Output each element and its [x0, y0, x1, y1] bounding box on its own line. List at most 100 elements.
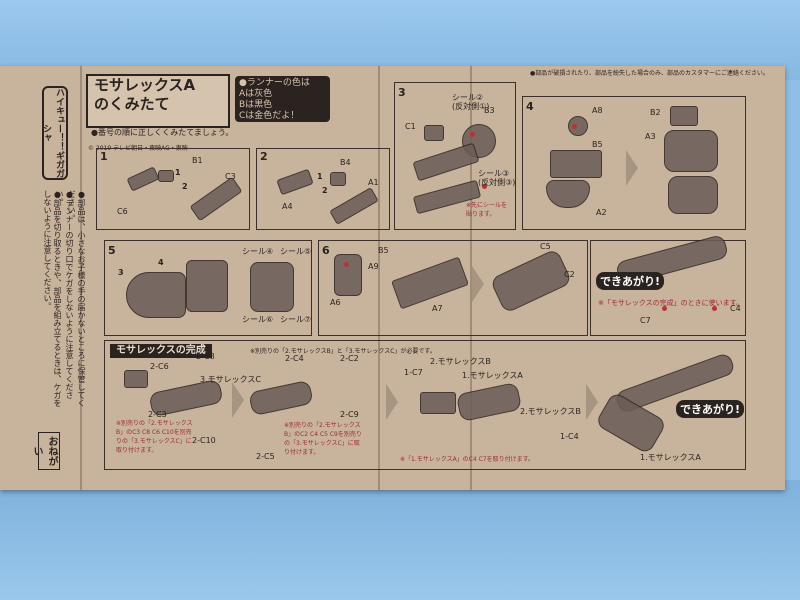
step-6-panel — [318, 240, 588, 336]
seal-label: (反対側①) — [452, 102, 490, 111]
seal-label: シール③ — [478, 169, 510, 178]
side-note-2: ●ランナーの切り口でケガをしないように注意してください。 — [55, 190, 74, 399]
sticker-marker — [470, 132, 475, 137]
complete-label: 2-C3 — [148, 410, 167, 419]
part-marker — [712, 306, 717, 311]
step-3-panel — [394, 82, 516, 230]
arrow-icon — [232, 382, 244, 418]
top-caption: ●部品が破損されたり、部品を紛失した場合のみ、部品のカスタマーにご連絡ください。 — [530, 70, 769, 77]
brand-logo: ハイキュー！！ギガガシャ — [41, 86, 68, 180]
complete-label: 2-C2 — [340, 354, 359, 363]
seal-label: シール④ — [242, 247, 274, 256]
step-7-panel — [590, 240, 746, 336]
complete-label: 1-C4 — [560, 432, 579, 441]
complete-label: 2.モサレックスB — [430, 357, 491, 366]
title-line1: モサレックスA — [94, 76, 196, 94]
runner-a: Aは灰色 — [239, 89, 273, 99]
order-note: ●番号の順に正しくくみたてましょう。 — [91, 128, 234, 137]
part-label: A4 — [282, 202, 293, 211]
side-note-1: ●部品を切り取るときや、部品を組み立てるときは、ケガをしないように注意してくださ… — [43, 190, 62, 407]
part-illustration — [420, 392, 456, 414]
step-number: 1 — [100, 150, 108, 163]
seal-label: シール⑦ — [280, 315, 312, 324]
step-number: 4 — [526, 100, 534, 113]
complete-label: 2-C5 — [256, 452, 275, 461]
part-label: B1 — [192, 156, 203, 165]
sticker-marker — [344, 262, 349, 267]
complete-badge: できあがり! — [596, 272, 665, 290]
part-label: B5 — [378, 246, 389, 255]
complete-heading: モサレックスの完成 — [110, 344, 212, 358]
step-number: 2 — [260, 150, 268, 163]
title-line2: のくみたて — [94, 95, 170, 113]
runner-heading: ●ランナーの色は — [239, 78, 310, 88]
part-label: B3 — [484, 106, 495, 115]
step-number: 6 — [322, 244, 330, 257]
fold-line — [378, 66, 380, 490]
part-label: A3 — [645, 132, 656, 141]
seal-label: シール⑥ — [242, 315, 274, 324]
sub-step-mark: 2 — [182, 182, 188, 191]
complete-top-note: ※別売りの「2.モサレックスB」と「3.モサレックスC」が必要です。 — [250, 348, 436, 355]
sticker-marker — [482, 184, 487, 189]
arrow-icon — [472, 266, 484, 302]
part-illustration — [424, 125, 444, 141]
arrow-icon — [626, 150, 638, 186]
part-illustration — [126, 272, 186, 318]
part-marker — [662, 306, 667, 311]
part-illustration — [568, 116, 588, 136]
part-illustration — [668, 176, 718, 214]
part-label: C4 — [730, 304, 741, 313]
seal-label: シール⑤ — [280, 247, 312, 256]
part-illustration — [250, 262, 294, 312]
complete-label: 2-C9 — [340, 410, 359, 419]
part-illustration — [186, 260, 228, 312]
part-label: C7 — [640, 316, 651, 325]
seal-label: シール② — [452, 93, 484, 102]
complete-label: 2-C6 — [150, 362, 169, 371]
part-illustration — [670, 106, 698, 126]
part-illustration — [550, 150, 602, 178]
background-bottom — [0, 480, 800, 600]
part-illustration — [158, 170, 174, 182]
step-5-panel — [104, 240, 312, 336]
complete-note-right: ※「1.モサレックスA」のC4 C7を取り付けます。 — [400, 456, 534, 463]
arrow-icon — [586, 384, 598, 420]
part-label: A1 — [368, 178, 379, 187]
runner-b: Bは黒色 — [239, 100, 273, 110]
usage-note: ※「モサレックスの完成」のときに使います。 — [598, 299, 743, 307]
complete-note-mid: ※別売りの「2.モサレックスB」のC2 C4 C5 C9を別売りの「3.モサレッ… — [284, 422, 362, 456]
step-1-panel — [96, 148, 250, 230]
step-number: 5 — [108, 244, 116, 257]
sub-step-mark: 1 — [175, 168, 181, 177]
complete-label: 1.モサレックスA — [640, 453, 701, 462]
part-label: B4 — [340, 158, 351, 167]
part-label: A7 — [432, 304, 443, 313]
complete-label: 2-C8 — [196, 352, 215, 361]
part-label: B5 — [592, 140, 603, 149]
step-4-panel — [522, 96, 746, 230]
part-illustration — [664, 130, 718, 172]
part-label: A2 — [596, 208, 607, 217]
part-label: A8 — [592, 106, 603, 115]
fold-line — [80, 66, 82, 490]
step-2-panel — [256, 148, 390, 230]
fold-line — [470, 66, 472, 490]
complete-label: 2-C4 — [285, 354, 304, 363]
runner-c: Cは金色だよ！ — [239, 111, 300, 121]
page-title: モサレックスA のくみたて — [86, 74, 230, 128]
sub-step-mark: 4 — [158, 258, 164, 267]
warning-label: おねがい — [31, 432, 60, 470]
part-label: C1 — [405, 122, 416, 131]
complete-panel — [104, 340, 746, 470]
part-label: C5 — [540, 242, 551, 251]
complete-label: 2-C10 — [192, 436, 216, 445]
part-illustration — [124, 370, 148, 388]
part-label: C2 — [564, 270, 575, 279]
complete-label: 1.モサレックスA — [462, 371, 523, 380]
sub-step-mark: 1 — [317, 172, 323, 181]
arrow-icon — [386, 384, 398, 420]
sub-step-mark: 2 — [322, 186, 328, 195]
part-label: B2 — [650, 108, 661, 117]
complete-label: 1-C7 — [404, 368, 423, 377]
